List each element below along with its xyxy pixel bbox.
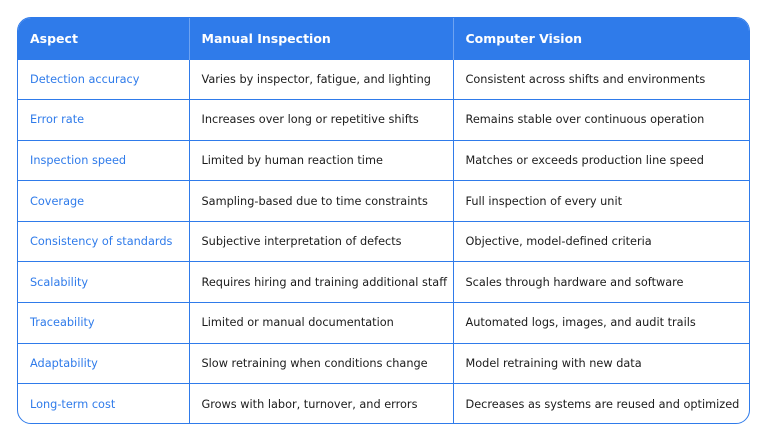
- vision-cell: Remains stable over continuous operation: [453, 99, 749, 141]
- aspect-cell: Long-term cost: [18, 383, 190, 423]
- manual-cell: Varies by inspector, fatigue, and lighti…: [189, 58, 454, 100]
- manual-cell: Slow retraining when conditions change: [189, 342, 454, 384]
- manual-cell: Subjective interpretation of defects: [189, 220, 454, 262]
- table-body: Detection accuracy Varies by inspector, …: [18, 58, 749, 423]
- header-computer-vision: Computer Vision: [465, 30, 583, 46]
- aspect-cell: Consistency of standards: [18, 220, 190, 262]
- header-manual-inspection: Manual Inspection: [189, 18, 454, 59]
- vision-cell: Automated logs, images, and audit trails: [453, 302, 749, 344]
- comparison-table: Aspect Manual Inspection Computer Vision…: [18, 18, 749, 423]
- aspect-cell: Detection accuracy: [18, 58, 190, 100]
- table-row: Inspection speed Limited by human reacti…: [18, 139, 749, 181]
- manual-cell: Requires hiring and training additional …: [189, 261, 454, 303]
- vision-cell: Model retraining with new data: [453, 342, 749, 384]
- comparison-table-container: Aspect Manual Inspection Computer Vision…: [17, 17, 750, 424]
- table-row: Coverage Sampling-based due to time cons…: [18, 180, 749, 222]
- aspect-cell: Traceability: [18, 302, 190, 344]
- manual-cell: Limited or manual documentation: [189, 302, 454, 344]
- vision-cell: Full inspection of every unit: [453, 180, 749, 222]
- vision-cell: Consistent across shifts and environment…: [453, 58, 749, 100]
- manual-cell: Grows with labor, turnover, and errors: [189, 383, 454, 423]
- vision-cell: Decreases as systems are reused and opti…: [453, 383, 749, 423]
- aspect-cell: Scalability: [18, 261, 190, 303]
- table-row: Scalability Requires hiring and training…: [18, 261, 749, 303]
- vision-cell: Objective, model-defined criteria: [453, 220, 749, 262]
- table-row: Long-term cost Grows with labor, turnove…: [18, 383, 749, 423]
- manual-cell: Limited by human reaction time: [189, 139, 454, 181]
- manual-cell: Sampling-based due to time constraints: [189, 180, 454, 222]
- table-row: Consistency of standards Subjective inte…: [18, 220, 749, 262]
- header-aspect: Aspect: [18, 18, 190, 59]
- vision-cell: Matches or exceeds production line speed: [453, 139, 749, 181]
- table-row: Traceability Limited or manual documenta…: [18, 302, 749, 344]
- header-row: Aspect Manual Inspection Computer Vision: [18, 18, 749, 59]
- vision-cell: Scales through hardware and software: [453, 261, 749, 303]
- aspect-cell: Error rate: [18, 99, 190, 141]
- table-row: Detection accuracy Varies by inspector, …: [18, 58, 749, 100]
- manual-cell: Increases over long or repetitive shifts: [189, 99, 454, 141]
- aspect-cell: Inspection speed: [18, 139, 190, 181]
- table-row: Error rate Increases over long or repeti…: [18, 99, 749, 141]
- aspect-cell: Coverage: [18, 180, 190, 222]
- aspect-cell: Adaptability: [18, 342, 190, 384]
- table-row: Adaptability Slow retraining when condit…: [18, 342, 749, 384]
- table-header: Aspect Manual Inspection Computer Vision: [18, 18, 749, 59]
